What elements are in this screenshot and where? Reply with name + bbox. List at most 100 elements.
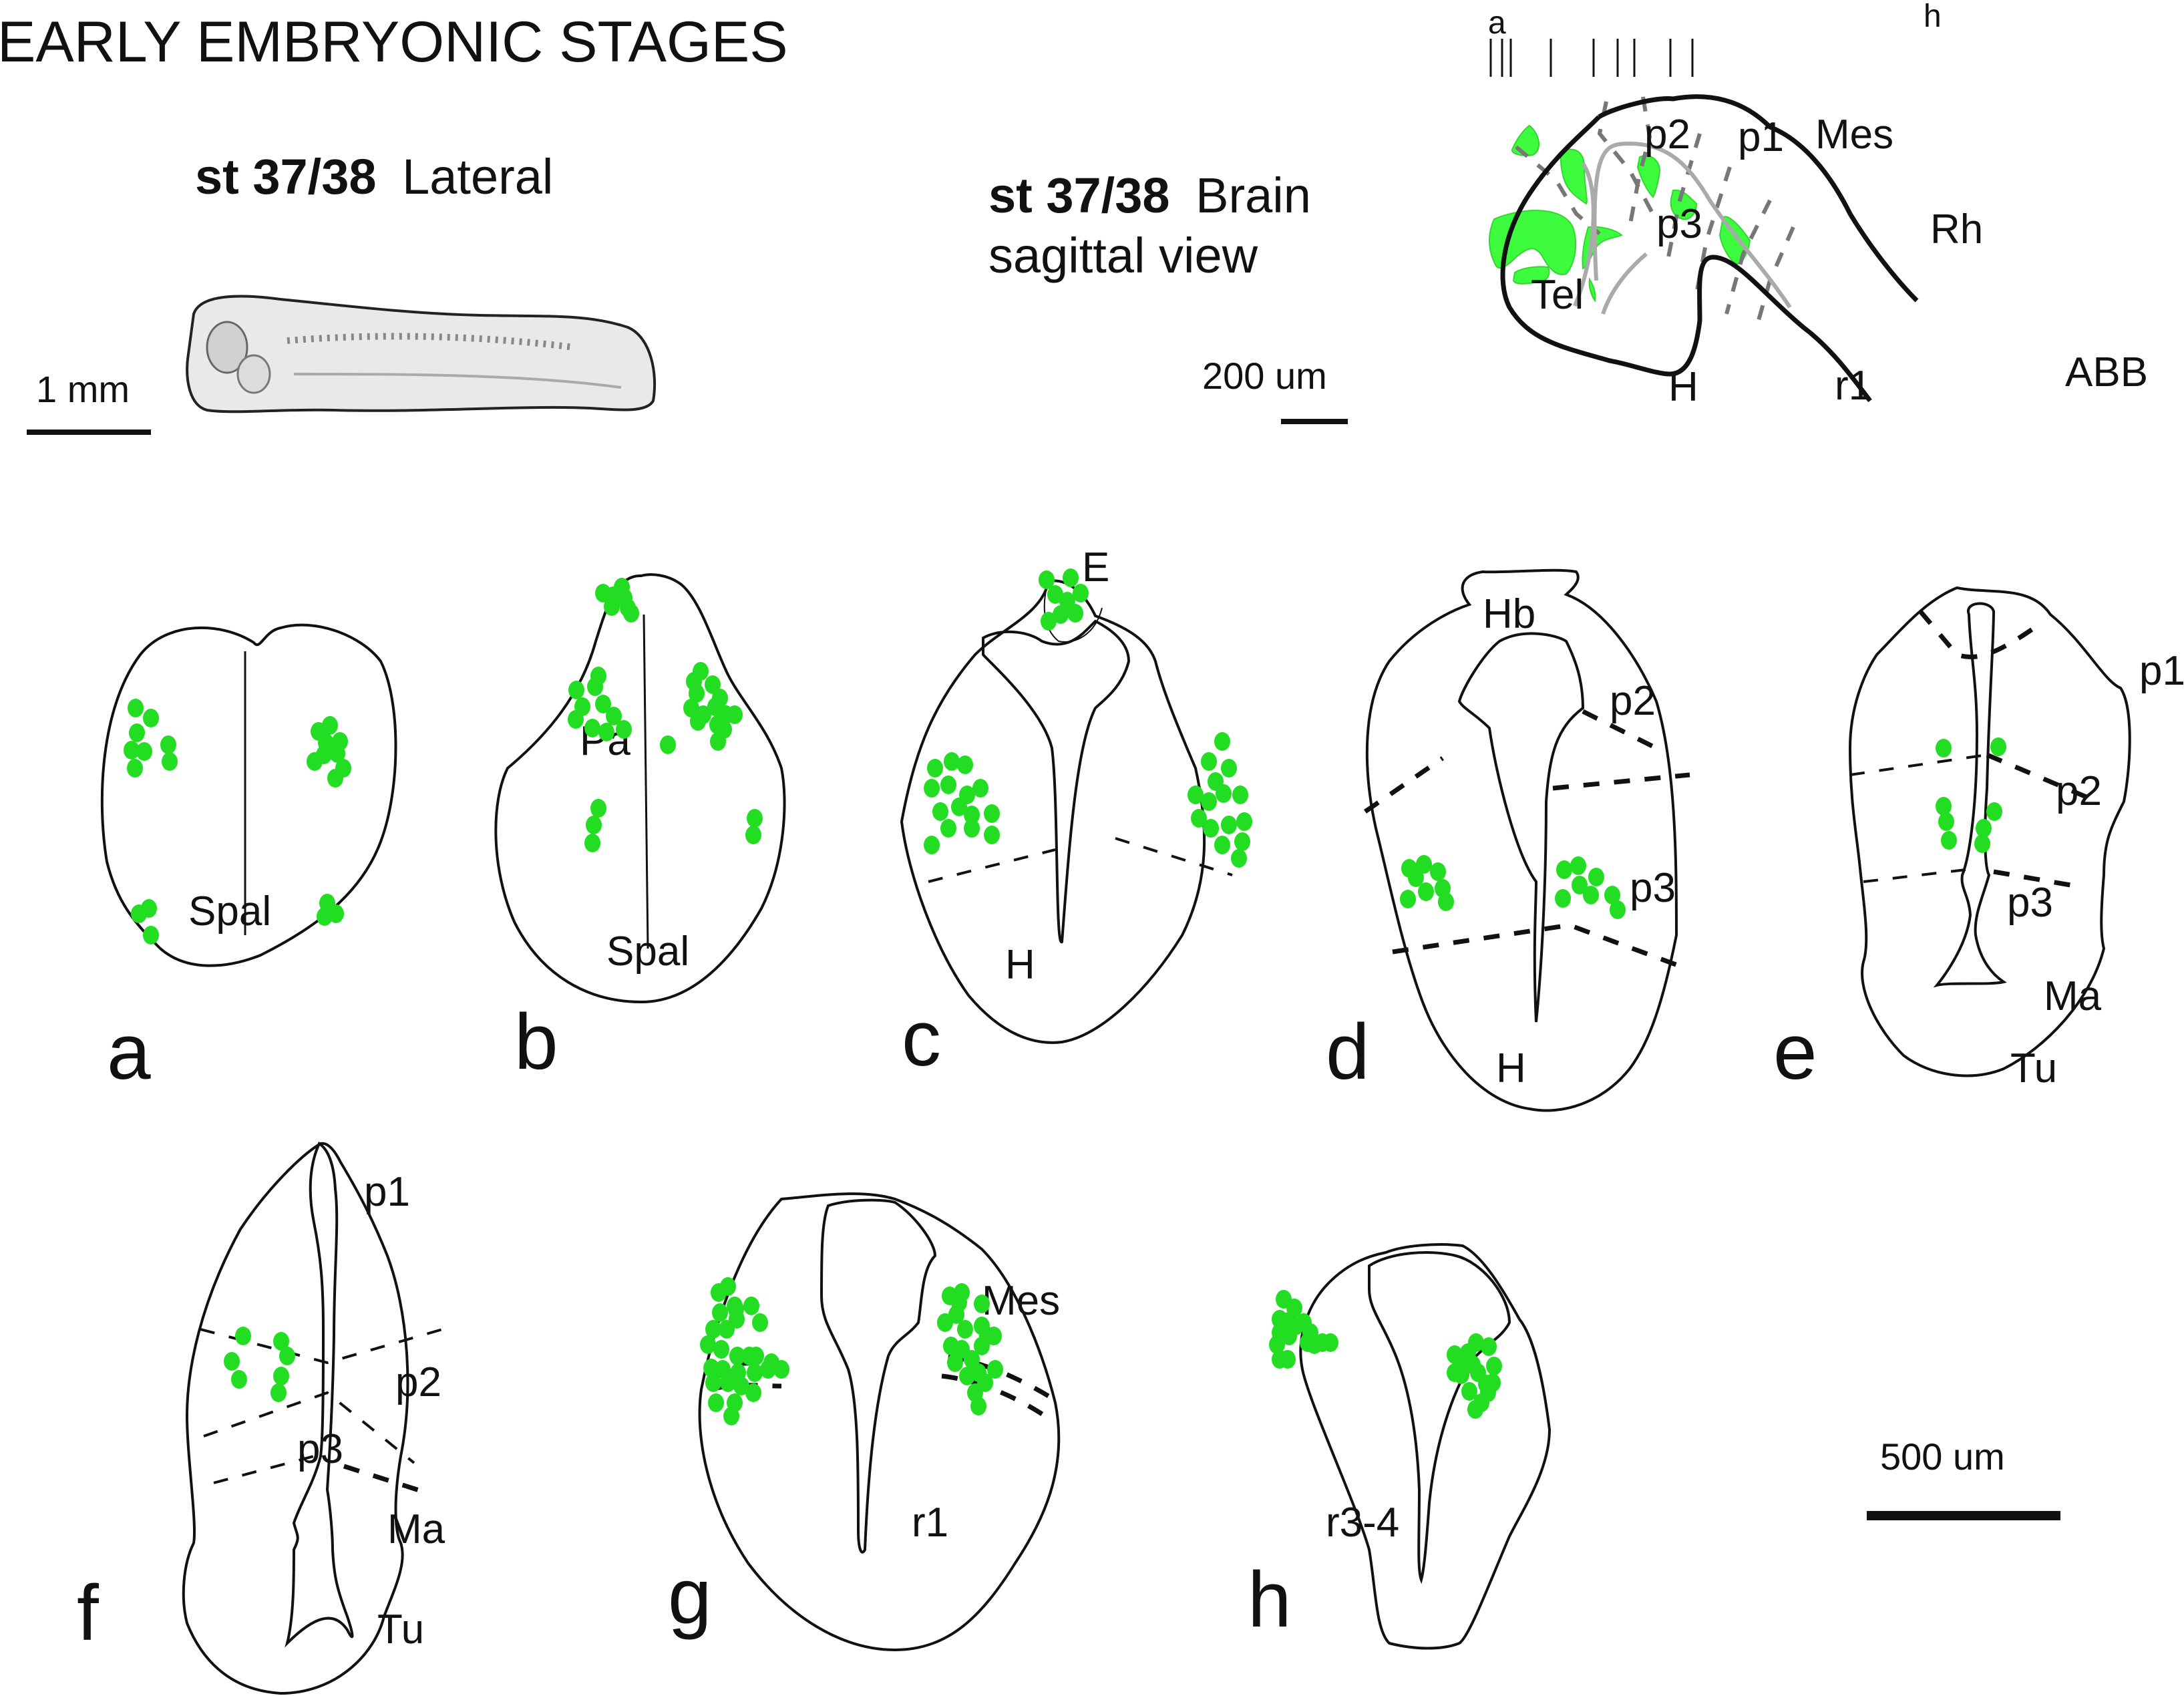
labeled-cell-dot xyxy=(1221,759,1237,778)
labeled-cell-dot xyxy=(689,684,705,703)
boundary-line xyxy=(1918,609,2046,659)
section-label: Spal xyxy=(188,888,271,935)
labeled-cell-dot xyxy=(947,1353,963,1372)
labeled-cell-dot xyxy=(1461,1382,1477,1401)
labeled-cell-dot xyxy=(1588,868,1604,886)
section-d: Hb p2 p3 H d xyxy=(1326,568,1690,1112)
labeled-cell-dot xyxy=(1936,797,1952,816)
labeled-cell-dot xyxy=(1941,831,1957,850)
boundary-line xyxy=(1849,753,1988,776)
labeled-cell-dot xyxy=(322,716,338,735)
labeled-cell-dot xyxy=(270,1383,287,1402)
section-outline xyxy=(100,623,397,967)
labeled-cell-dot xyxy=(1047,585,1063,604)
section-label: p2 xyxy=(1610,678,1656,724)
lateral-scale-label: 1 mm xyxy=(36,368,130,410)
section-label: Hb xyxy=(1483,591,1535,637)
sagittal-scale-label: 200 um xyxy=(1202,355,1327,397)
section-outline xyxy=(1848,586,2131,1077)
labeled-cell-dot xyxy=(747,809,763,828)
panel-letter: g xyxy=(668,1552,712,1641)
labeled-cell-dot xyxy=(1604,886,1620,904)
labeled-cell-dot xyxy=(712,1303,728,1322)
neuromere-boundaries xyxy=(1515,96,1795,328)
labeled-cell-dot xyxy=(327,769,343,788)
labeled-cell-dot xyxy=(1231,849,1247,868)
labeled-cell-dot xyxy=(616,720,632,739)
labeled-cell-dot xyxy=(124,741,140,759)
panel-letter: c xyxy=(902,995,941,1083)
labeled-cell-dots xyxy=(124,568,2006,1425)
boundary-line xyxy=(1863,867,1978,883)
labeled-cell-dot xyxy=(1486,1357,1502,1375)
labeled-cell-dot xyxy=(1974,834,1990,853)
labeled-cell-dot xyxy=(1232,786,1248,804)
labeled-cell-dot xyxy=(584,719,600,737)
labeled-cell-dot xyxy=(1572,876,1588,894)
lateral-stage: st 37/38 xyxy=(195,149,377,204)
section-a: Spal a xyxy=(100,623,397,1096)
labeled-cell-dot xyxy=(1400,890,1416,908)
labeled-cell-dot xyxy=(143,926,159,945)
labeled-cell-dot xyxy=(1610,900,1626,919)
labeled-cell-dot xyxy=(273,1367,289,1385)
labeled-cell-dot xyxy=(1570,856,1586,875)
labeled-cell-dot xyxy=(924,779,940,798)
section-label: p2 xyxy=(395,1359,441,1405)
section-c: E H c xyxy=(900,544,1233,1083)
region-label: ABB xyxy=(2065,349,2148,395)
labeled-cell-dot xyxy=(279,1347,295,1365)
section-outline xyxy=(698,1192,1061,1652)
section-e: p1 p2 p3 Ma Tu e xyxy=(1773,586,2184,1096)
labeled-cell-dot xyxy=(1221,816,1237,834)
labeled-cell-dot xyxy=(1041,612,1057,631)
section-outline xyxy=(1365,568,1678,1112)
labeled-cell-dot xyxy=(964,819,980,838)
labeled-cell-dot xyxy=(984,804,1000,823)
green-region-p3 xyxy=(1560,148,1588,205)
section-f: p1 p2 p3 Ma Tu f xyxy=(77,1142,455,1695)
labeled-cell-dot xyxy=(595,695,611,713)
labeled-cell-dot xyxy=(1269,1335,1285,1354)
section-outline xyxy=(494,573,786,1004)
labeled-cell-dot xyxy=(568,681,584,699)
labeled-cell-dot xyxy=(1039,570,1055,589)
labeled-cell-dot xyxy=(160,735,176,754)
region-label: p3 xyxy=(1656,201,1702,247)
labeled-cell-dot xyxy=(623,604,639,623)
labeled-cell-dot xyxy=(1408,868,1424,887)
labeled-cell-dot xyxy=(1053,605,1069,624)
lateral-caption: st 37/38 Lateral xyxy=(195,149,553,204)
labeled-cell-dot xyxy=(660,735,676,754)
labeled-cell-dot xyxy=(1556,860,1572,879)
boundary-line xyxy=(1364,709,1690,970)
labeled-cell-dot xyxy=(587,677,603,696)
sections-scale-label: 500 um xyxy=(1880,1435,2005,1478)
section-label: p1 xyxy=(2139,648,2184,694)
panel-letter: h xyxy=(1248,1556,1292,1644)
labeled-cell-dot xyxy=(1067,604,1083,623)
ventricle xyxy=(1368,1251,1511,1584)
labeled-cell-dot xyxy=(690,712,706,731)
labeled-cell-dot xyxy=(710,732,726,751)
labeled-cell-dot xyxy=(713,1340,729,1359)
section-level-marks xyxy=(1489,39,1694,77)
labeled-cell-dot xyxy=(1201,792,1217,811)
figure-title: EARLY EMBRYONIC STAGES xyxy=(0,10,788,74)
region-label: p1 xyxy=(1738,114,1784,160)
labeled-cell-dot xyxy=(937,1313,953,1332)
panel-letter: a xyxy=(107,1008,151,1096)
labeled-cell-dot xyxy=(604,597,620,616)
sagittal-view-line1: Brain xyxy=(1196,168,1311,223)
section-b: Pa Spal b xyxy=(494,573,786,1086)
section-label: H xyxy=(1005,942,1035,988)
sagittal-caption: st 37/38 Brain xyxy=(988,168,1311,223)
section-label: Spal xyxy=(606,928,689,975)
ventricle xyxy=(982,619,1131,944)
section-label: E xyxy=(1082,544,1109,590)
labeled-cell-dot xyxy=(987,1360,1003,1379)
panel-letter: b xyxy=(514,998,558,1086)
section-label: p3 xyxy=(297,1426,343,1472)
labeled-cell-dot xyxy=(708,1393,724,1412)
